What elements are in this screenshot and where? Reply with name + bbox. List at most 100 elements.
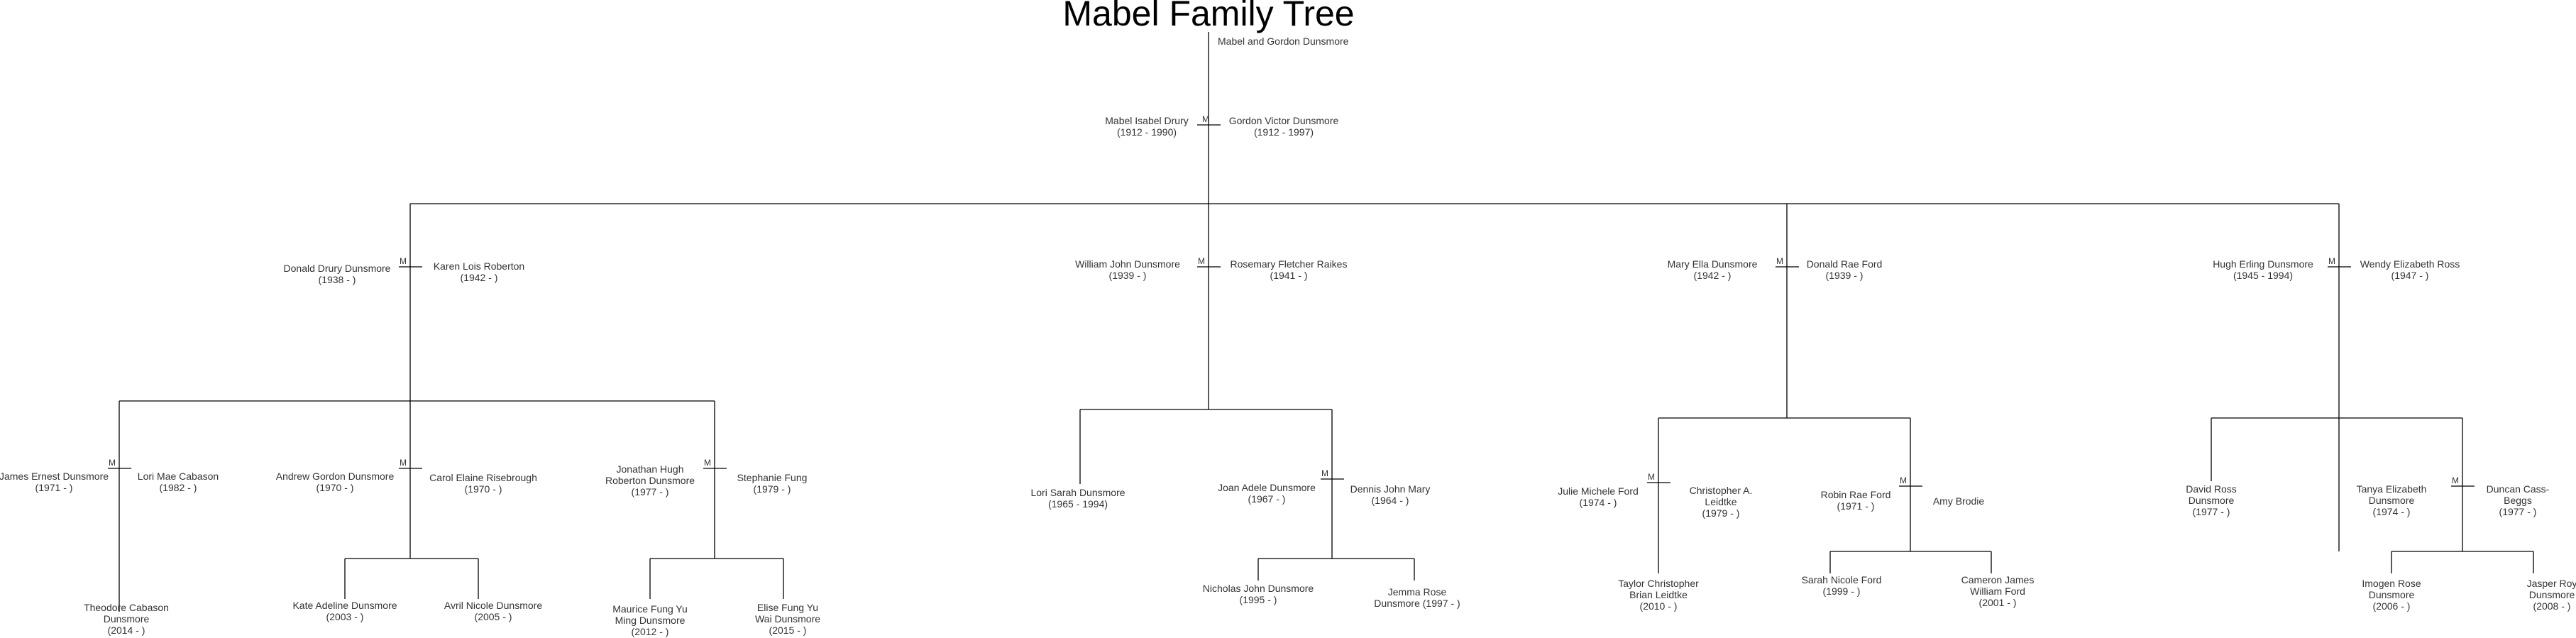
person-name: Dunsmore (1997 - ) [1374, 598, 1460, 609]
marriage-marker: M [1900, 475, 1907, 485]
person-name: Dunsmore [2189, 495, 2235, 506]
person-node: Taylor Christopher Brian Leidtke (2010 -… [1618, 578, 1699, 612]
person-node: Cameron James William Ford (2001 - ) [1961, 574, 2035, 608]
person-name: Wai Dunsmore [755, 613, 820, 625]
person-dates: (2006 - ) [2373, 600, 2411, 612]
person-dates: (1912 - 1997) [1254, 126, 1314, 138]
person-name: Donald Rae Ford [1807, 258, 1883, 270]
marriage-marker: M [400, 256, 407, 266]
person-name: Andrew Gordon Dunsmore [276, 471, 395, 482]
person-name: Rosemary Fletcher Raikes [1231, 258, 1348, 270]
person-name: Brian Leidtke [1629, 589, 1688, 600]
person-node: Donald Rae Ford (1939 - ) [1807, 258, 1883, 281]
person-dates: (2003 - ) [326, 611, 364, 622]
person-name: Lori Sarah Dunsmore [1030, 487, 1125, 498]
person-name: Elise Fung Yu [757, 602, 818, 613]
person-name: Donald Drury Dunsmore [284, 263, 391, 274]
person-node: Jemma Rose Dunsmore (1997 - ) [1374, 586, 1460, 609]
person-dates: (1979 - ) [754, 483, 791, 495]
person-node: Hugh Erling Dunsmore (1945 - 1994) [2213, 258, 2313, 281]
person-name: Kate Adeline Dunsmore [292, 600, 397, 611]
marriage-marker: M [1321, 468, 1328, 478]
person-name: Hugh Erling Dunsmore [2213, 258, 2313, 270]
person-dates: (1967 - ) [1248, 493, 1286, 505]
person-dates: (1971 - ) [35, 482, 73, 493]
person-name: William Ford [1970, 585, 2025, 597]
person-name: Beggs [2504, 495, 2532, 506]
root-couple-label: Mabel and Gordon Dunsmore [1218, 35, 1349, 47]
marriage-marker: M [109, 458, 116, 468]
person-dates: (1942 - ) [1694, 270, 1732, 281]
person-node: Theodore Cabason Dunsmore (2014 - ) [84, 602, 169, 636]
person-name: Maurice Fung Yu [612, 603, 688, 615]
person-dates: (1995 - ) [1240, 594, 1277, 605]
person-node: Donald Drury Dunsmore (1938 - ) [284, 263, 391, 285]
person-node: Joan Adele Dunsmore (1967 - ) [1218, 482, 1316, 505]
person-node: Lori Mae Cabason (1982 - ) [138, 471, 219, 493]
person-name: Dunsmore [2529, 589, 2575, 600]
person-node: Andrew Gordon Dunsmore (1970 - ) [276, 471, 395, 493]
person-dates: (1941 - ) [1270, 270, 1308, 281]
person-name: Ming Dunsmore [615, 615, 686, 626]
person-node: Avril Nicole Dunsmore (2005 - ) [444, 600, 542, 622]
person-dates: (2014 - ) [108, 625, 145, 636]
person-name: Tanya Elizabeth [2357, 483, 2427, 495]
person-node: Mabel Isabel Drury (1912 - 1990) [1105, 115, 1189, 138]
person-node: Stephanie Fung (1979 - ) [737, 472, 808, 495]
person-node: Jonathan Hugh Roberton Dunsmore (1977 - … [605, 463, 695, 497]
person-dates: (1964 - ) [1372, 495, 1409, 506]
person-name: Christopher A. [1690, 485, 1753, 496]
person-node: Karen Lois Roberton (1942 - ) [434, 260, 524, 283]
person-dates: (2008 - ) [2533, 600, 2571, 612]
person-dates: (1974 - ) [2373, 506, 2411, 517]
person-dates: (2012 - ) [632, 626, 669, 637]
person-dates: (1965 - 1994) [1048, 498, 1108, 510]
marriage-marker: M [1202, 114, 1209, 124]
person-dates: (1971 - ) [1837, 500, 1875, 512]
person-node: David Ross Dunsmore (1977 - ) [2186, 483, 2237, 517]
person-name: Duncan Cass- [2487, 483, 2550, 495]
person-node: Carol Elaine Risebrough (1970 - ) [429, 472, 537, 495]
person-dates: (1999 - ) [1823, 585, 1861, 597]
marriage-marker: M [1648, 472, 1655, 482]
person-dates: (1938 - ) [319, 274, 356, 285]
marriage-marker: M [704, 458, 711, 468]
person-node: Lori Sarah Dunsmore (1965 - 1994) [1030, 487, 1125, 510]
person-node: Julie Michele Ford (1974 - ) [1558, 485, 1639, 508]
person-dates: (2010 - ) [1640, 600, 1678, 612]
person-node: Christopher A. Leidtke (1979 - ) [1690, 485, 1753, 519]
person-name: Jonathan Hugh [617, 463, 684, 475]
person-dates: (1970 - ) [317, 482, 354, 493]
person-node: Wendy Elizabeth Ross (1947 - ) [2360, 258, 2460, 281]
person-name: Wendy Elizabeth Ross [2360, 258, 2460, 270]
person-name: David Ross [2186, 483, 2237, 495]
person-dates: (1970 - ) [465, 483, 502, 495]
person-node: Kate Adeline Dunsmore (2003 - ) [292, 600, 397, 622]
marriage-marker: M [2328, 256, 2335, 266]
person-dates: (1977 - ) [632, 486, 669, 497]
person-name: James Ernest Dunsmore [0, 471, 109, 482]
person-name: Julie Michele Ford [1558, 485, 1639, 497]
person-dates: (1942 - ) [461, 272, 498, 283]
person-name: Sarah Nicole Ford [1802, 574, 1882, 585]
person-node: Maurice Fung Yu Ming Dunsmore (2012 - ) [612, 603, 688, 637]
person-name: Cameron James [1961, 574, 2035, 585]
person-name: Avril Nicole Dunsmore [444, 600, 542, 611]
marriage-marker: M [1776, 256, 1783, 266]
person-node: Gordon Victor Dunsmore (1912 - 1997) [1229, 115, 1339, 138]
person-dates: (1939 - ) [1826, 270, 1864, 281]
person-node: Amy Brodie [1933, 495, 1985, 507]
marriage-markers: M M M M M M M M M M M M [109, 114, 2459, 485]
person-name: Imogen Rose [2362, 578, 2421, 589]
person-dates: (2015 - ) [769, 625, 807, 636]
person-name: William John Dunsmore [1075, 258, 1180, 270]
person-name: Stephanie Fung [737, 472, 808, 483]
person-name: Joan Adele Dunsmore [1218, 482, 1316, 493]
person-name: Dunsmore [2369, 589, 2415, 600]
person-node: Sarah Nicole Ford (1999 - ) [1802, 574, 1882, 597]
marriage-marker: M [2452, 475, 2459, 485]
person-dates: (1982 - ) [160, 482, 197, 493]
person-dates: (1947 - ) [2391, 270, 2429, 281]
person-dates: (2005 - ) [475, 611, 512, 622]
